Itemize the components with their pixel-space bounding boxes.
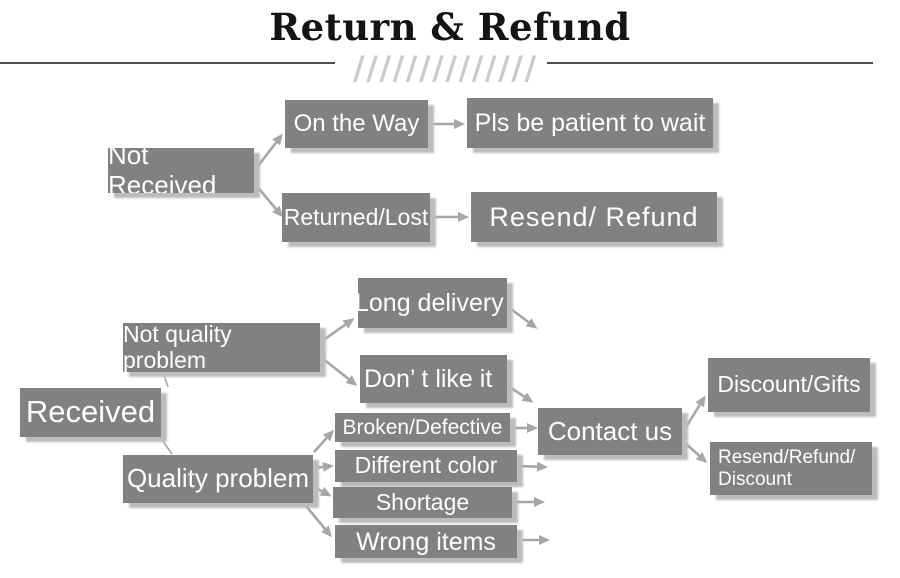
flow-line xyxy=(159,436,173,455)
flow-arrow xyxy=(254,183,277,210)
node-resend-refund: Resend/ Refund xyxy=(471,192,717,242)
page-title: Return & Refund xyxy=(269,5,631,49)
node-returned-lost: Returned/Lost xyxy=(282,193,430,242)
node-label: Pls be patient to wait xyxy=(474,109,706,137)
node-label: Not Received xyxy=(108,148,217,193)
node-pls-be-patient-to-wait: Pls be patient to wait xyxy=(467,98,713,148)
node-not-quality-problem: Not quality problem xyxy=(123,323,320,372)
node-wrong-items: Wrong items xyxy=(335,525,517,558)
slash-decoration: ////////////// xyxy=(353,49,538,87)
node-long-delivery: Long delivery xyxy=(358,278,507,328)
node-label: Don’ t like it xyxy=(364,365,493,393)
node-received: Received xyxy=(20,388,161,437)
flow-arrow xyxy=(682,440,700,457)
arrowhead xyxy=(322,429,335,442)
node-label: Wrong items xyxy=(356,527,496,556)
flow-line xyxy=(162,371,169,388)
node-label: Different color xyxy=(354,452,498,479)
title-rule-left xyxy=(0,62,335,64)
arrowhead xyxy=(319,486,332,497)
node-label: Long delivery xyxy=(358,289,504,317)
arrowhead xyxy=(534,497,545,507)
arrowhead xyxy=(342,318,355,329)
arrowhead xyxy=(695,395,706,408)
node-quality-problem: Quality problem xyxy=(123,455,313,503)
arrowhead xyxy=(539,535,550,545)
flow-arrow xyxy=(321,323,347,343)
arrowhead xyxy=(321,525,332,538)
node-resend-refund-discount: Resend/Refund/ Discount xyxy=(710,442,872,495)
node-shortage: Shortage xyxy=(333,487,512,518)
node-different-color: Different color xyxy=(335,450,517,482)
arrowhead xyxy=(527,423,538,433)
arrowhead xyxy=(345,375,358,386)
flow-arrow xyxy=(518,464,538,468)
arrowhead xyxy=(525,318,538,329)
arrowhead xyxy=(454,119,465,129)
flow-arrow xyxy=(506,304,530,324)
node-contact-us: Contact us xyxy=(538,408,682,455)
flow-arrow xyxy=(681,404,701,433)
node-label: Quality problem xyxy=(126,463,310,494)
arrowhead xyxy=(536,461,548,472)
flow-arrow xyxy=(507,384,526,398)
node-label: Returned/Lost xyxy=(283,203,429,230)
node-label: On the Way xyxy=(293,109,420,137)
arrowhead xyxy=(521,392,534,403)
node-label: Not quality problem xyxy=(123,323,232,372)
flow-arrow xyxy=(304,505,326,530)
title-rule-right xyxy=(547,62,873,64)
node-discount-gifts: Discount/Gifts xyxy=(708,358,870,412)
arrowhead xyxy=(322,461,334,472)
arrowhead xyxy=(272,133,283,146)
node-label: Broken/Defective xyxy=(342,415,503,439)
flow-arrow xyxy=(313,465,324,470)
node-on-the-way: On the Way xyxy=(285,100,428,148)
node-label: Shortage xyxy=(375,488,470,515)
arrowhead xyxy=(272,205,283,218)
node-label: Contact us xyxy=(547,415,673,446)
node-dont-like-it: Don’ t like it xyxy=(360,355,507,403)
node-label: Received xyxy=(25,394,156,430)
node-broken-defective: Broken/Defective xyxy=(335,413,510,442)
flow-arrow xyxy=(253,141,278,171)
arrowhead xyxy=(458,212,469,222)
flow-arrow xyxy=(321,356,350,381)
node-not-received: Not Received xyxy=(108,148,254,193)
node-label: Resend/Refund/ Discount xyxy=(718,447,856,490)
arrowhead xyxy=(695,451,708,464)
node-label: Resend/ Refund xyxy=(489,201,699,232)
flow-arrow xyxy=(313,485,323,493)
flow-arrow xyxy=(313,437,328,453)
node-label: Discount/Gifts xyxy=(717,371,861,398)
